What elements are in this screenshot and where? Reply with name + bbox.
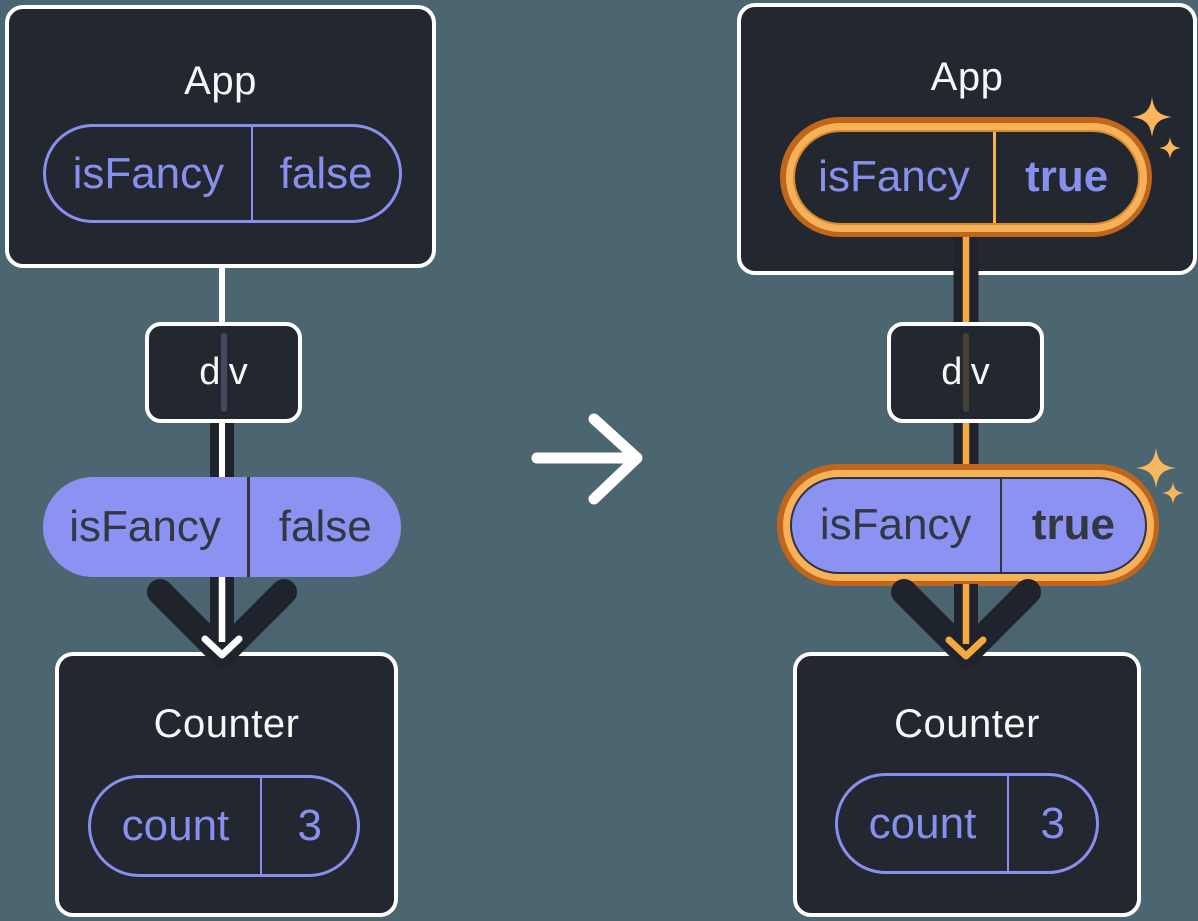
after-prop-pill: isFancy true [789, 476, 1147, 574]
component-title: App [930, 55, 1004, 99]
state-value: false [279, 148, 373, 198]
highlight-ring-inner: isFancy true [785, 122, 1147, 232]
after-counter-state-pill: count 3 [835, 773, 1099, 874]
after-app-state-pill: isFancy true [792, 129, 1140, 225]
flow-arrow-icon-after [891, 579, 1041, 667]
pill-divider [247, 477, 250, 577]
prop-value: false [278, 502, 372, 551]
state-name: isFancy [72, 148, 225, 198]
pill-divider [259, 778, 263, 874]
after-app-state-highlight-ring: isFancy true [780, 117, 1152, 237]
before-app-state-pill: isFancy false [43, 124, 402, 223]
flow-arrow-icon-before [147, 577, 297, 667]
state-name: isFancy [818, 152, 970, 201]
before-prop-pill: isFancy false [43, 477, 401, 577]
pill-divider [250, 127, 254, 220]
line-behind-node [220, 333, 227, 412]
after-prop-highlight-ring: isFancy true [777, 464, 1159, 586]
state-name: count [121, 801, 230, 850]
before-div-node: div [145, 322, 302, 423]
state-value: 3 [297, 801, 322, 850]
state-value: true [1025, 152, 1109, 201]
line-behind-node [962, 333, 969, 412]
highlight-ring-inner: isFancy true [782, 469, 1154, 581]
component-title: App [184, 59, 257, 103]
state-value: 3 [1040, 798, 1065, 848]
pill-divider [999, 478, 1003, 572]
transition-arrow-icon [531, 413, 643, 505]
after-div-node: div [887, 322, 1044, 423]
component-title: Counter [894, 702, 1040, 746]
state-name: count [868, 798, 977, 848]
prop-name: isFancy [819, 500, 972, 549]
pill-divider [993, 131, 996, 223]
pill-divider [1006, 776, 1010, 871]
component-title: Counter [153, 702, 300, 746]
before-counter-state-pill: count 3 [88, 775, 360, 877]
prop-name: isFancy [69, 502, 221, 551]
prop-value: true [1031, 500, 1115, 549]
